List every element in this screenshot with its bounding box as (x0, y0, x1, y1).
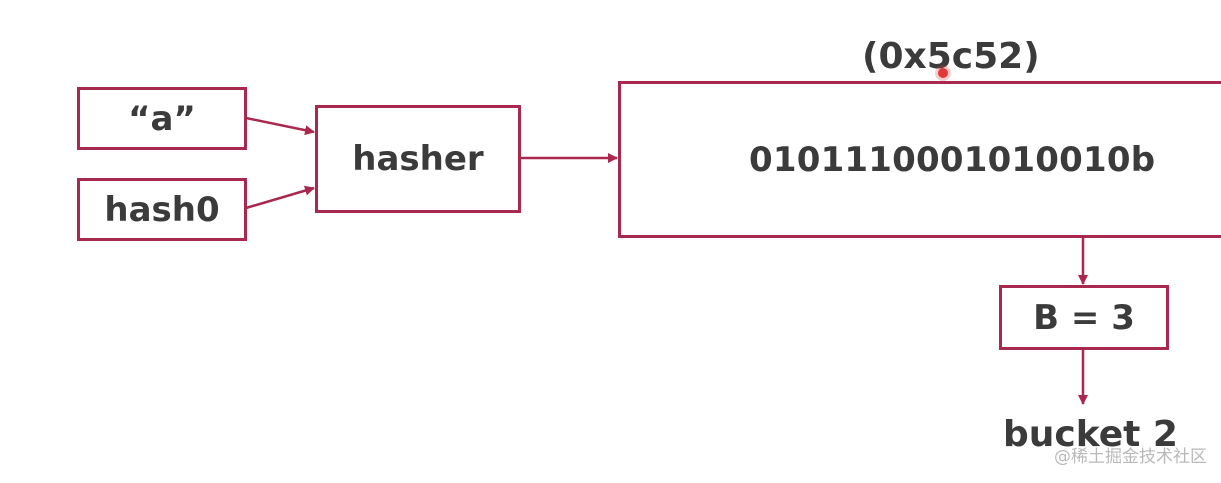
bucket-bits-box: B = 3 (999, 285, 1169, 350)
cursor-pointer (938, 68, 948, 78)
arrow-key-to-hasher (245, 116, 315, 136)
input-seed-label: hash0 (104, 189, 220, 230)
hash-binary-label: 0101110001010010b (749, 139, 1156, 180)
watermark: @稀土掘金技术社区 (1054, 447, 1207, 467)
arrow-seed-to-hasher (245, 185, 315, 210)
hasher-box: hasher (315, 105, 521, 213)
bucket-result-label: bucket 2 (1003, 414, 1178, 455)
hash-hex-label: (0x5c52) (862, 36, 1040, 77)
input-key-box: “a” (77, 87, 247, 150)
hash-result-box: 0101110001010010b (618, 81, 1221, 238)
bucket-bits-label: B = 3 (1033, 297, 1135, 338)
input-key-label: “a” (128, 98, 196, 139)
hasher-label: hasher (352, 139, 484, 179)
input-seed-box: hash0 (77, 178, 247, 241)
